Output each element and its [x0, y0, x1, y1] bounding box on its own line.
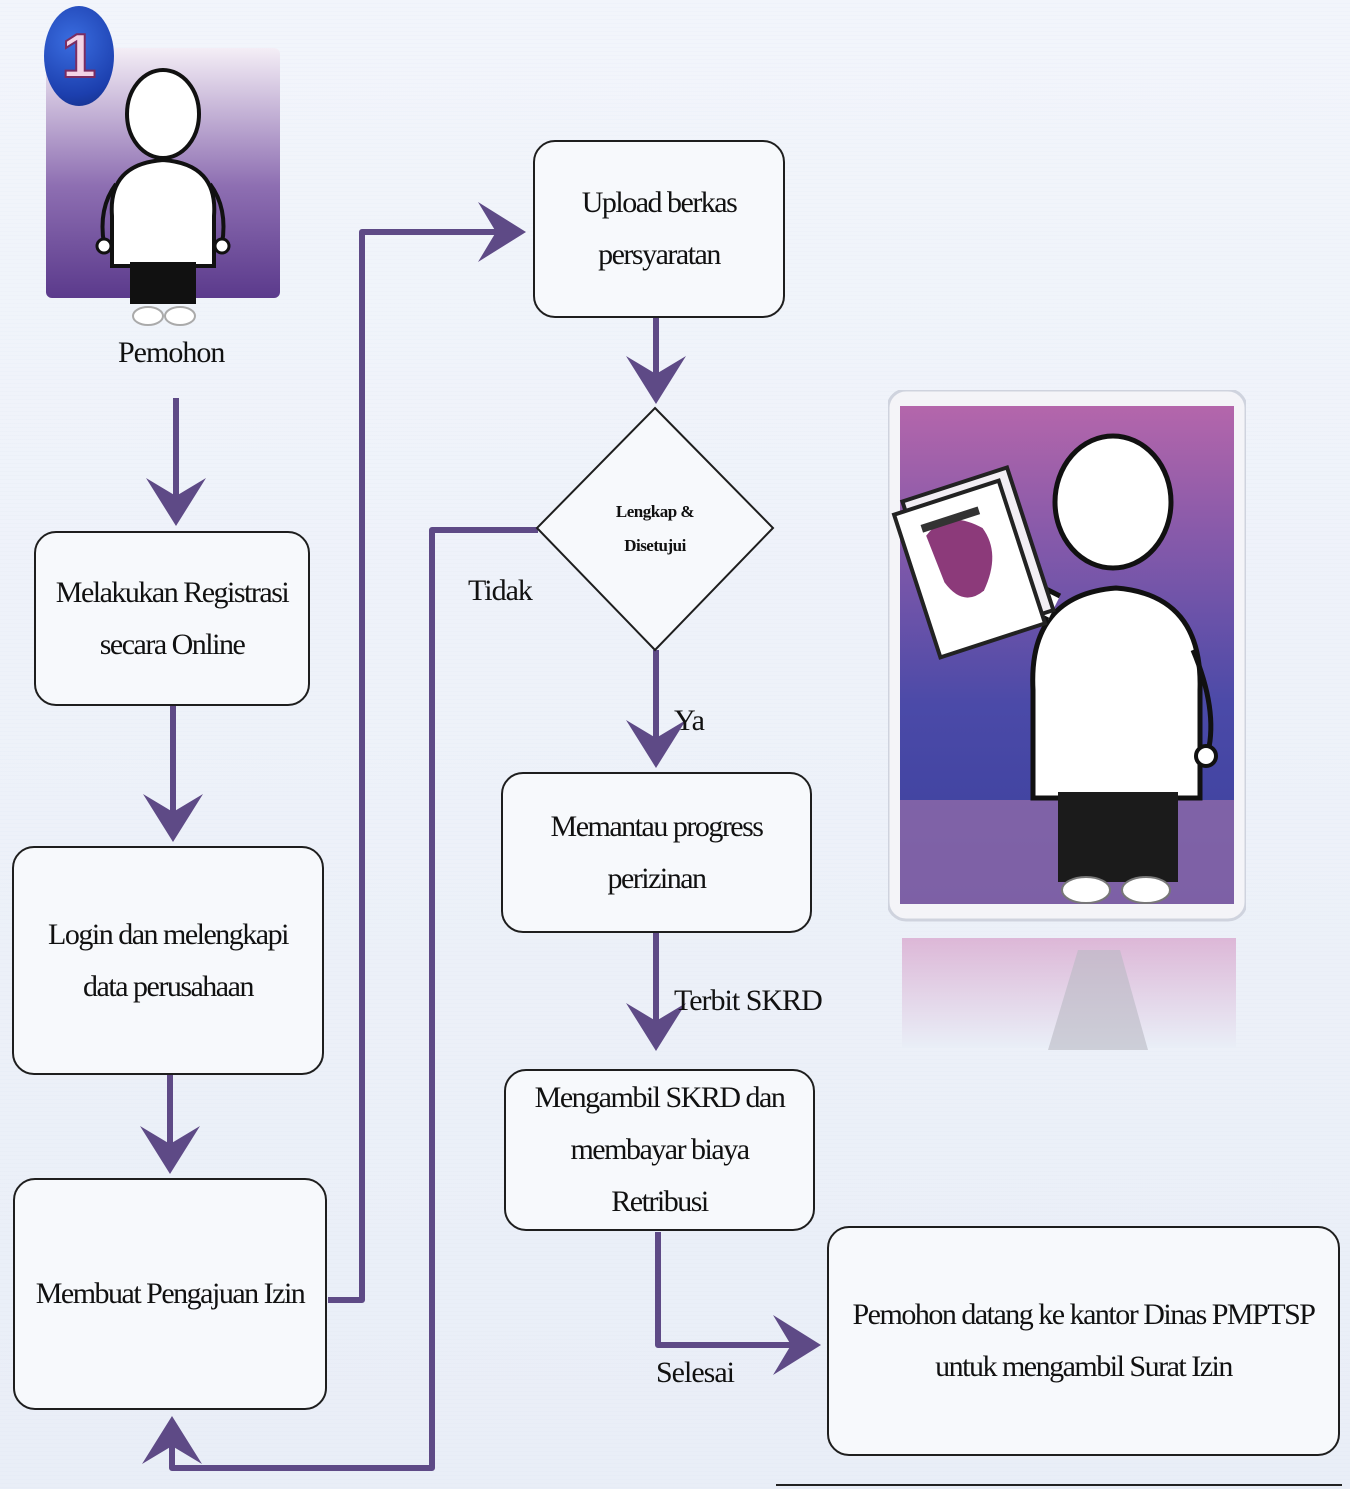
step-skrd-line-2: membayar biaya: [570, 1133, 750, 1166]
edge-label-selesai: Selesai: [656, 1356, 735, 1389]
pemohon-figure-icon: [46, 48, 280, 326]
person-holding-permit-icon: [886, 388, 1248, 1050]
step-skrd-line-3: Retribusi: [611, 1185, 709, 1218]
step-memantau: Memantau progress perizinan: [501, 772, 812, 933]
step-login: Login dan melengkapi data perusahaan: [12, 846, 324, 1075]
step-registrasi-line-2: secara Online: [99, 627, 246, 661]
step-login-line-2: data perusahaan: [83, 969, 254, 1003]
step-final-line-1: Pemohon datang ke kantor Dinas PMPTSP: [852, 1298, 1317, 1331]
permit-holder-card: [886, 388, 1248, 1060]
step-number-badge: 1: [44, 6, 114, 106]
step-skrd-line-1: Mengambil SKRD dan: [534, 1081, 786, 1114]
decision-line-1: Lengkap &: [615, 502, 695, 521]
pemohon-card: [46, 48, 280, 326]
step-upload-line-1: Upload berkas: [581, 186, 738, 219]
step-memantau-line-1: Memantau progress: [550, 809, 764, 843]
edge-label-ya: Ya: [674, 704, 705, 737]
step-pengajuan-line-1: Membuat Pengajuan Izin: [35, 1277, 306, 1310]
decision-diamond: [535, 406, 775, 652]
bottom-divider: [776, 1484, 1342, 1486]
decision-line-2: Disetujui: [624, 536, 686, 555]
arrow-pengajuan-to-upload: [328, 202, 526, 1303]
edge-label-terbit: Terbit SKRD: [674, 984, 823, 1017]
step-final: Pemohon datang ke kantor Dinas PMPTSP un…: [827, 1226, 1340, 1456]
decision-label: Lengkap & Disetujui: [585, 495, 725, 563]
actor-label: Pemohon: [118, 336, 225, 369]
step-registrasi: Melakukan Registrasi secara Online: [34, 531, 310, 706]
step-upload: Upload berkas persyaratan: [533, 140, 785, 318]
step-login-line-1: Login dan melengkapi: [48, 917, 289, 951]
step-final-line-2: untuk mengambil Surat Izin: [935, 1350, 1233, 1383]
step-skrd: Mengambil SKRD dan membayar biaya Retrib…: [504, 1069, 815, 1231]
arrow-tidak-loop: [142, 527, 538, 1471]
step-upload-line-2: persyaratan: [598, 238, 721, 271]
step-pengajuan: Membuat Pengajuan Izin: [13, 1178, 327, 1410]
edge-label-tidak: Tidak: [468, 574, 533, 607]
step-memantau-line-2: perizinan: [607, 861, 707, 895]
step-registrasi-line-1: Melakukan Registrasi: [55, 575, 290, 609]
arrow-selesai-to-final: [655, 1232, 821, 1375]
